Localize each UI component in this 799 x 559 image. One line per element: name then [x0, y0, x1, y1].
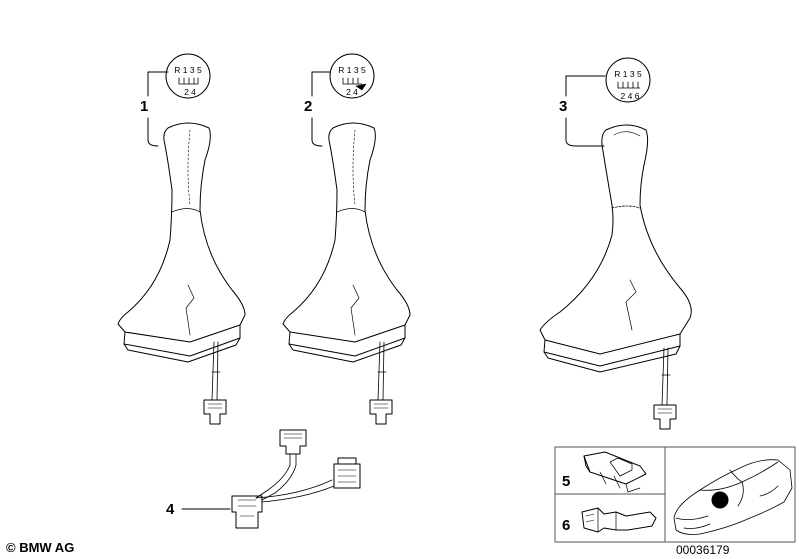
callout-6: 6: [562, 517, 571, 534]
car-location-silhouette: [673, 459, 793, 535]
callout-5: 5: [562, 473, 571, 490]
inset-panel: [554, 446, 796, 543]
shift-pattern-3-bottom: 2 4 6: [621, 91, 640, 101]
drawing-number: 00036179: [676, 543, 730, 557]
crimp-terminal-6: [581, 507, 657, 533]
callout-1: 1: [140, 98, 149, 115]
callout-4: 4: [166, 501, 175, 518]
shift-pattern-disc-1: [165, 53, 211, 99]
gear-knob-2: [282, 53, 411, 425]
shift-pattern-3-top: R 1 3 5: [614, 69, 642, 79]
shift-pattern-2-bottom: 2 4: [346, 87, 358, 97]
shift-pattern-2-top: R 1 3 5: [338, 65, 366, 75]
copyright-label: © BMW AG: [6, 540, 75, 555]
gear-knob-1: [117, 53, 246, 425]
shift-pattern-1-top: R 1 3 5: [174, 65, 202, 75]
connector-housing-5: [583, 451, 647, 493]
shift-pattern-disc-3: [605, 57, 651, 103]
callout-2: 2: [304, 98, 313, 115]
location-marker: [711, 491, 729, 509]
callout-3: 3: [559, 98, 568, 115]
shift-pattern-disc-2: [329, 53, 375, 99]
shift-pattern-1-bottom: 2 4: [184, 87, 196, 97]
gear-knob-3: [539, 57, 692, 430]
wiring-harness-4: [181, 429, 361, 529]
